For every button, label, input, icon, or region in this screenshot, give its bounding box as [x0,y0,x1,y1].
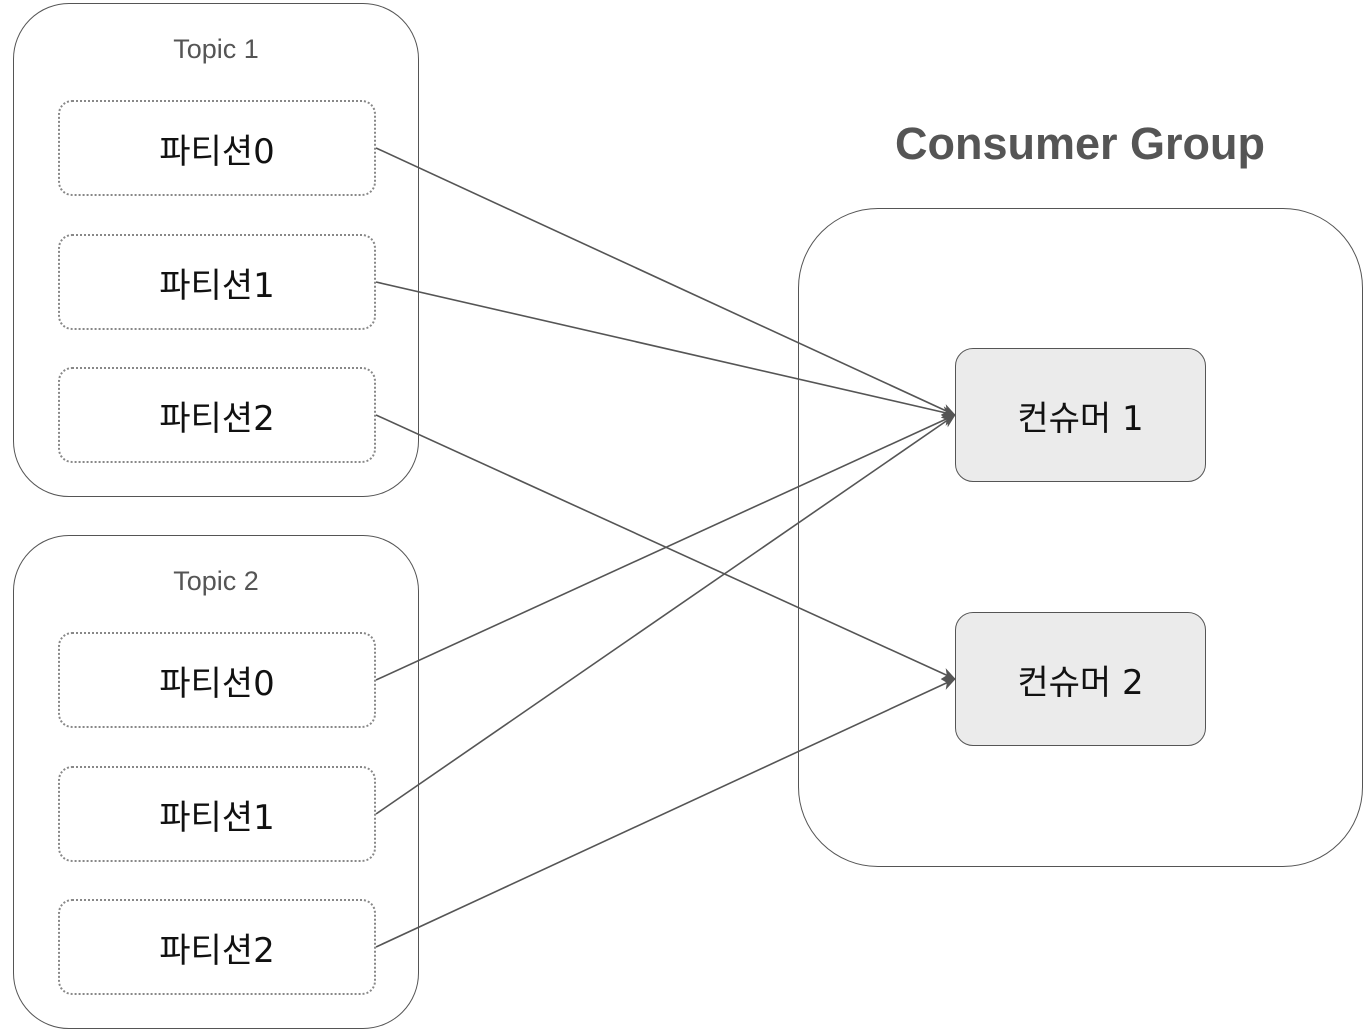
topic2-partition0: 파티션0 [58,632,376,728]
topic2-partition1: 파티션1 [58,766,376,862]
topic1-container: Topic 1 파티션0 파티션1 파티션2 [13,3,419,497]
topic1-partition0: 파티션0 [58,100,376,196]
topic1-partition2: 파티션2 [58,367,376,463]
topic2-container: Topic 2 파티션0 파티션1 파티션2 [13,535,419,1029]
topic2-partition2: 파티션2 [58,899,376,995]
topic1-partition1: 파티션1 [58,234,376,330]
consumer2: 컨슈머 2 [955,612,1206,746]
consumer-group-title: Consumer Group [894,118,1266,169]
consumer1: 컨슈머 1 [955,348,1206,482]
topic1-title: Topic 1 [173,34,259,64]
topic2-title: Topic 2 [173,566,259,596]
consumer-group-container [798,208,1363,867]
